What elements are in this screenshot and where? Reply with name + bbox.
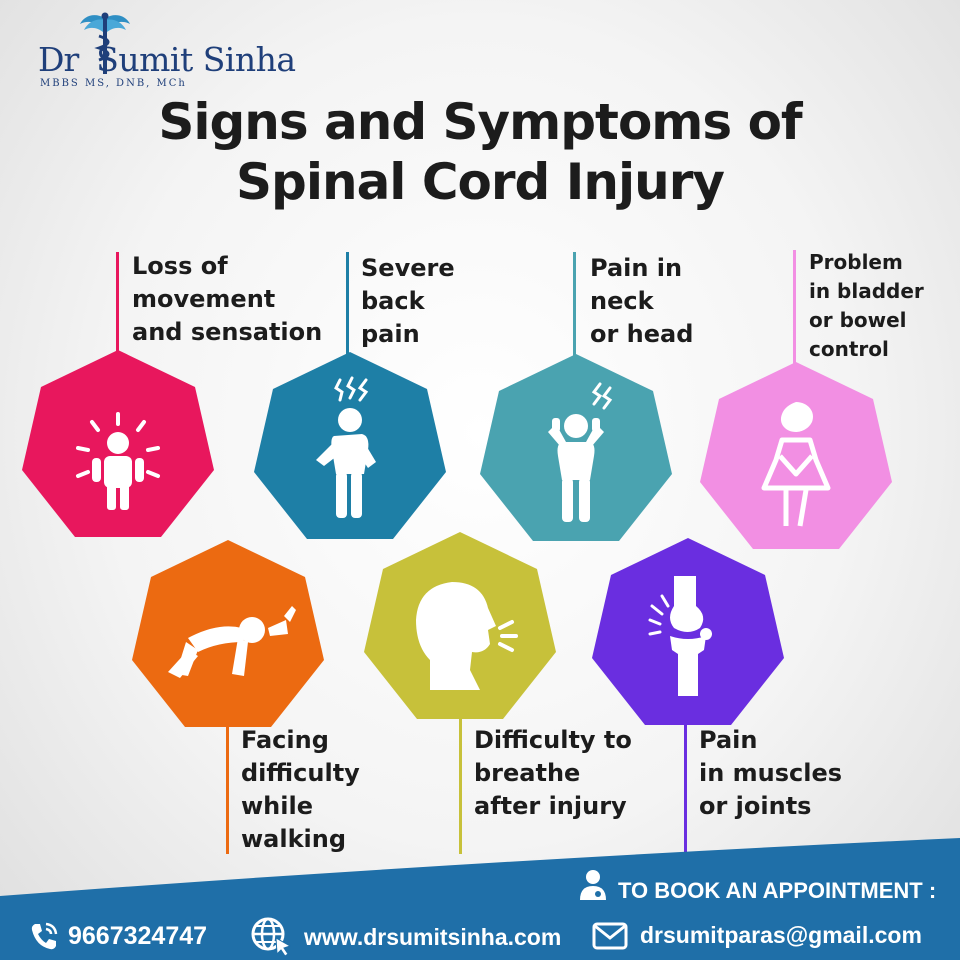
email-link[interactable]: drsumitparas@gmail.com xyxy=(640,922,922,948)
logo-name-sumit-sinha: Sumit Sinha xyxy=(96,40,296,79)
connector-line xyxy=(459,716,462,854)
footer: TO BOOK AN APPOINTMENT : 9667324747 www.… xyxy=(0,838,960,960)
connector-line xyxy=(573,252,576,362)
footer-background xyxy=(0,838,960,960)
phone-icon xyxy=(31,922,58,950)
symptom-label: Facing difficulty while walking xyxy=(241,726,360,853)
symptom-badge xyxy=(696,360,896,560)
symptom-badge xyxy=(588,536,788,736)
bladder-woman-icon xyxy=(761,402,831,527)
caduceus-icon xyxy=(80,12,130,74)
connector-line xyxy=(116,252,119,362)
website-link[interactable]: www.drsumitsinha.com xyxy=(304,924,562,950)
symptom-badge xyxy=(18,348,218,548)
mail-icon xyxy=(592,922,628,950)
symptom-badge xyxy=(476,352,676,552)
page-title: Signs and Symptoms of Spinal Cord Injury xyxy=(0,92,960,212)
symptom-label: Problem in bladder or bowel control xyxy=(809,250,924,361)
radiating-person-icon xyxy=(76,412,160,510)
symptom-badge xyxy=(128,538,328,738)
symptom-badge xyxy=(250,350,450,550)
back-pain-person-icon xyxy=(316,376,376,518)
logo: Dr Sumit Sinha MBBS MS, DNB, MCh xyxy=(38,12,298,92)
phone-number[interactable]: 9667324747 xyxy=(68,922,208,950)
headache-person-icon xyxy=(548,382,613,522)
globe-icon xyxy=(251,917,292,956)
crawling-person-icon xyxy=(168,606,296,678)
knee-joint-icon xyxy=(648,576,712,696)
appointment-label: TO BOOK AN APPOINTMENT : xyxy=(618,878,937,903)
breathing-head-icon xyxy=(416,582,518,690)
symptom-badge xyxy=(360,530,560,730)
logo-degrees: MBBS MS, DNB, MCh xyxy=(40,78,187,89)
doctor-icon xyxy=(580,870,606,900)
connector-line xyxy=(346,252,349,362)
title-line-2: Spinal Cord Injury xyxy=(236,153,725,211)
symptom-label: Pain in neck or head xyxy=(590,254,694,348)
symptom-label: Severe back pain xyxy=(361,254,455,348)
symptom-label: Pain in muscles or joints xyxy=(699,726,843,820)
connector-line xyxy=(226,718,229,854)
connector-line xyxy=(684,718,687,854)
connector-line xyxy=(793,250,796,365)
title-line-1: Signs and Symptoms of xyxy=(158,93,802,151)
symptom-label: Difficulty to breathe after injury xyxy=(474,726,632,820)
symptom-label: Loss of movement and sensation xyxy=(132,252,323,346)
logo-name-dr: Dr xyxy=(38,40,79,79)
